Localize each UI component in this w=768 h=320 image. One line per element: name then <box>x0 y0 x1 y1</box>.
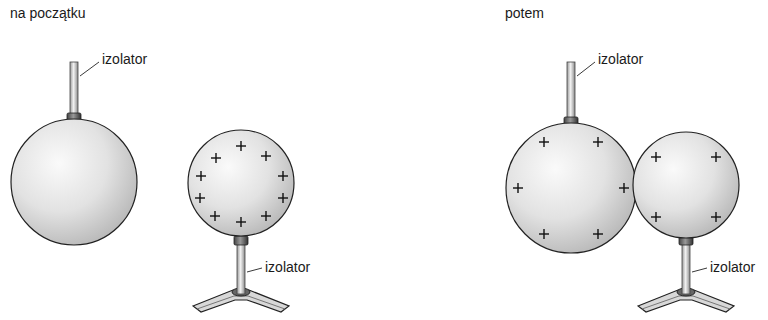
leader-line <box>247 268 262 272</box>
standing-sphere <box>188 130 294 312</box>
insulator-label: izolator <box>710 260 755 275</box>
panel-heading: potem <box>505 6 544 21</box>
insulator-label: izolator <box>102 52 147 67</box>
hanging-sphere <box>11 62 137 245</box>
insulator-label: izolator <box>265 260 310 275</box>
hanging-sphere <box>506 62 636 253</box>
leader-line <box>692 268 707 272</box>
leader-line <box>577 62 595 76</box>
panel-heading: na początku <box>10 6 86 21</box>
leader-line <box>80 62 99 76</box>
standing-sphere <box>633 132 739 312</box>
insulator-label: izolator <box>598 52 643 67</box>
